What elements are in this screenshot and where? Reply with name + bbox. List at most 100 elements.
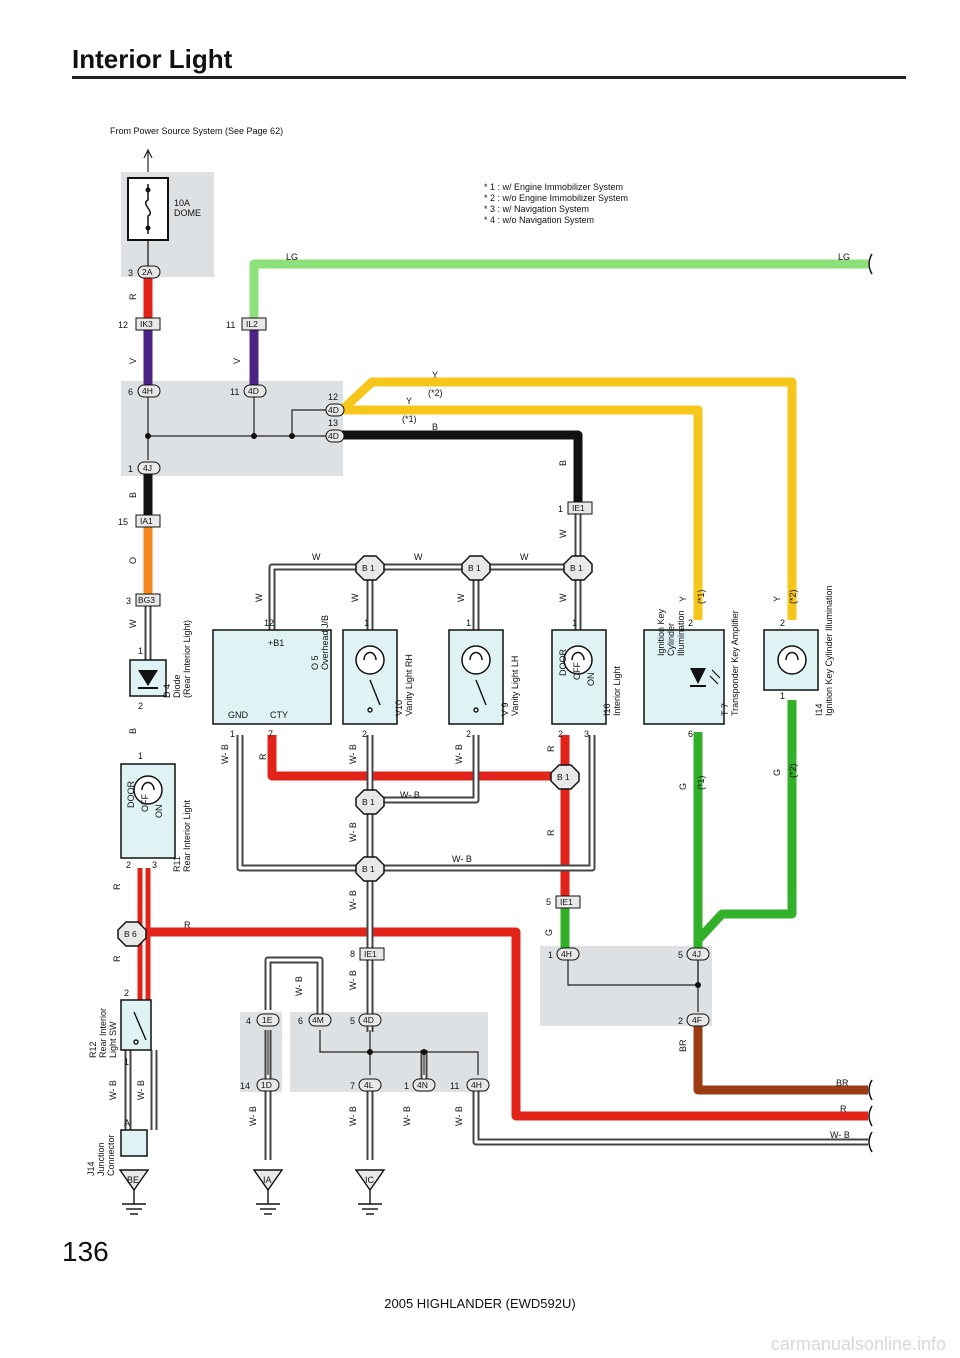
- t7-inner-3: Illumination: [676, 610, 686, 656]
- r11-sw-door: DOOR: [126, 780, 136, 808]
- pin-15-IA1: 15: [118, 517, 128, 527]
- wire-label-wb-right: W- B: [830, 1130, 850, 1140]
- watermark: carmanualsonline.info: [770, 1334, 946, 1354]
- wire-label-w-i16: W: [558, 593, 568, 602]
- pin-2-4F: 2: [678, 1016, 683, 1026]
- wire-label-w-b: W: [414, 552, 423, 562]
- jb-name: Overhead J/B: [320, 615, 330, 670]
- page-number: 136: [62, 1236, 109, 1267]
- note-1: * 1 : w/ Engine Immobilizer System: [484, 182, 623, 192]
- pin-11-4H: 11: [450, 1081, 459, 1091]
- t7-inner-2: Cylinder: [666, 623, 676, 656]
- wire-label-b-d4: B: [128, 728, 138, 734]
- switch-icons: [133, 679, 487, 1045]
- overhead-jb: [212, 629, 332, 725]
- pin-7-jb: 7: [268, 729, 273, 739]
- bulb-icons: [133, 645, 807, 805]
- pin-2-t7: 2: [688, 618, 693, 628]
- wire-label-y-i14: Y: [772, 596, 782, 602]
- note-3: * 3 : w/ Navigation System: [484, 204, 589, 214]
- t7-name: Transponder Key Amplifier: [730, 610, 740, 716]
- wire-label-wb-low: W- B: [452, 854, 472, 864]
- conn-1E: 1E: [262, 1015, 273, 1025]
- ground-be: BE: [127, 1175, 139, 1185]
- wire-label-w-d4: W: [128, 619, 138, 628]
- pin-1-r11: 1: [138, 751, 143, 761]
- wire-label-wb-4h: W- B: [454, 1106, 464, 1126]
- wire-label-n1-g: (*1): [696, 775, 706, 790]
- wire-g-2: [694, 700, 797, 944]
- wire-label-br-left: BR: [678, 1039, 688, 1052]
- wire-label-r-right: R: [840, 1104, 847, 1114]
- fuse-name: DOME: [174, 208, 201, 218]
- r11-sw-on: ON: [154, 805, 164, 819]
- v9-name: Vanity Light LH: [510, 656, 520, 716]
- conn-IA1: IA1: [140, 516, 153, 526]
- pin-1-jb: 1: [230, 729, 235, 739]
- conn-B1-f: B 1: [362, 864, 375, 874]
- d4-code: D 4: [162, 684, 172, 698]
- wire-label-w-ie1: W: [558, 529, 568, 538]
- wire-label-g-i14: G: [772, 769, 782, 776]
- i16-sw-on: ON: [586, 673, 596, 687]
- fuse-dome: [127, 177, 169, 266]
- conn-4D-12: 4D: [328, 405, 339, 415]
- wire-label-w-c: W: [520, 552, 529, 562]
- junction-dots: [145, 433, 701, 1055]
- wire-label-y-mid: Y: [406, 396, 412, 406]
- r12-sub: Light SW: [108, 1021, 118, 1058]
- wire-br: [693, 1026, 868, 1095]
- conn-B6: B 6: [124, 929, 137, 939]
- pin-11-IL2: 11: [226, 320, 235, 330]
- conn-4M: 4M: [312, 1015, 324, 1025]
- note-4: * 4 : w/o Navigation System: [484, 215, 594, 225]
- conn-IL2: IL2: [246, 319, 258, 329]
- conn-B1-b: B 1: [468, 563, 481, 573]
- wire-r-long: [148, 927, 868, 1121]
- conn-4D-low: 4D: [363, 1015, 374, 1025]
- v10-code: V10: [394, 700, 404, 716]
- thin-lines: [143, 148, 699, 1075]
- d4-sub: (Rear Interior Light): [182, 620, 192, 698]
- t7-inner-1: Ignition Key: [656, 608, 666, 656]
- wire-label-w-v10: W: [350, 593, 360, 602]
- wire-label-o: O: [128, 557, 138, 564]
- wire-label-wb-r12b: W- B: [136, 1080, 146, 1100]
- wire-label-wb-jb: W- B: [220, 744, 230, 764]
- pin-12-4D: 12: [328, 392, 338, 402]
- wire-label-n2-top: (*2): [428, 388, 443, 398]
- pin-6-4M: 6: [298, 1016, 303, 1026]
- wire-label-n2-g: (*2): [788, 763, 798, 778]
- pin-5-4J: 5: [678, 950, 683, 960]
- pin-7-4L: 7: [350, 1081, 355, 1091]
- footer: 2005 HIGHLANDER (EWD592U): [384, 1296, 576, 1311]
- conn-1D: 1D: [261, 1080, 272, 1090]
- wire-y-1: [342, 405, 703, 620]
- pin-13-4D: 13: [328, 418, 338, 428]
- fuse-rating: 10A: [174, 198, 190, 208]
- pin-1-v9: 1: [466, 618, 471, 628]
- pin-5-4D: 5: [350, 1016, 355, 1026]
- wire-label-r-long: R: [184, 920, 191, 930]
- component-boxes: [120, 629, 819, 1157]
- conn-2A: 2A: [142, 267, 153, 277]
- wire-label-r-b6: R: [112, 955, 122, 962]
- jb-pin-cty: CTY: [270, 710, 288, 720]
- conn-IE1-top: IE1: [572, 503, 585, 513]
- pin-5-IE1: 5: [546, 897, 551, 907]
- colored-wires: [137, 259, 868, 1121]
- pin-2-v10: 2: [362, 729, 367, 739]
- pin-2-r11: 2: [126, 860, 131, 870]
- r11-sw-off: OFF: [140, 794, 150, 812]
- wire-label-r-jb: R: [258, 753, 268, 760]
- ground-ia: IA: [263, 1175, 272, 1185]
- pin-6-t7: 6: [688, 729, 693, 739]
- conn-4H-bottom: 4H: [471, 1080, 482, 1090]
- wire-label-v-2: V: [232, 358, 242, 364]
- v9-code: V 9: [500, 702, 510, 716]
- pin-8-IE1: 8: [350, 949, 355, 959]
- pin-14-1D: 14: [240, 1081, 250, 1091]
- pin-A-j14: A: [124, 1118, 130, 1128]
- wire-label-y-t7: Y: [678, 596, 688, 602]
- i16-sw-off: OFF: [572, 662, 582, 680]
